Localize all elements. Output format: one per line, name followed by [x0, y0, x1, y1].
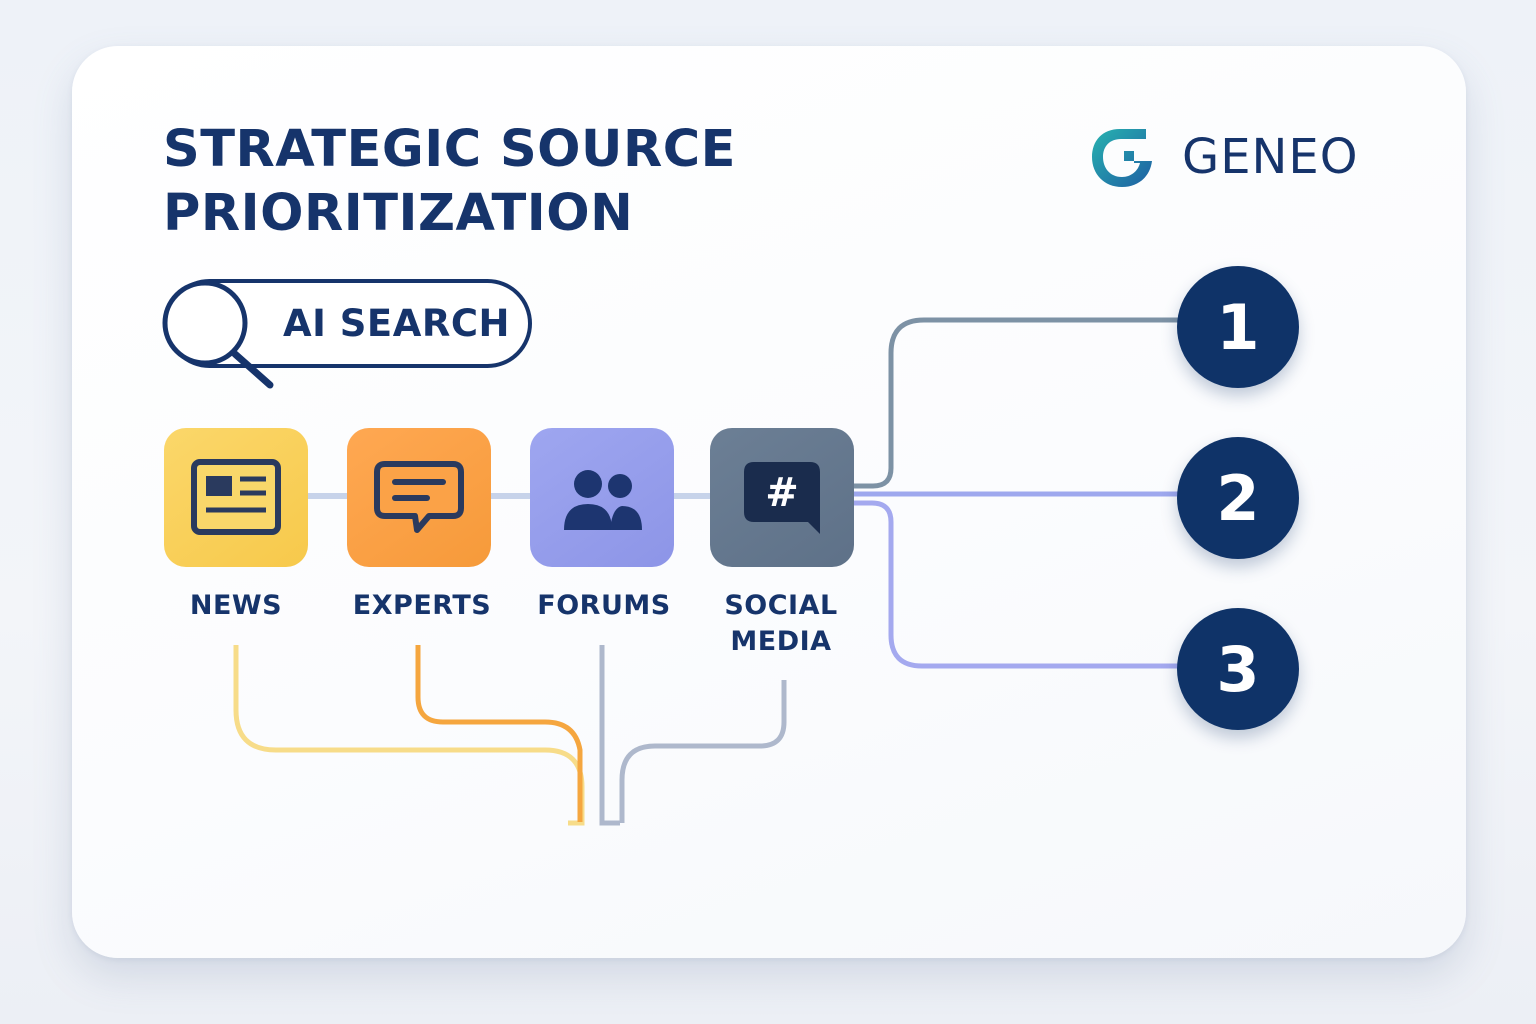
svg-text:#: # [765, 470, 799, 516]
rank-badge-3: 3 [1177, 608, 1299, 730]
hashtag-icon: # [744, 461, 820, 534]
source-label-news: NEWS [189, 590, 283, 621]
source-tile-social-media[interactable]: # [710, 428, 854, 567]
chat-bubble-icon [374, 460, 464, 533]
rank-badge-2: 2 [1177, 437, 1299, 559]
source-label-forums: FORUMS [537, 590, 671, 621]
people-icon [564, 469, 642, 530]
brand-name: GENEO [1182, 129, 1359, 185]
page-title: STRATEGIC SOURCE PRIORITIZATION [163, 118, 803, 246]
source-tile-forums[interactable] [530, 428, 674, 567]
title-line-1: STRATEGIC SOURCE [163, 120, 736, 179]
brand: GENEO [1086, 120, 1359, 194]
source-label-experts: EXPERTS [352, 590, 492, 621]
source-tile-news[interactable] [164, 428, 308, 567]
title-line-2: PRIORITIZATION [163, 184, 634, 243]
source-label-social-media: SOCIAL MEDIA [724, 590, 838, 657]
search-label: AI SEARCH [283, 302, 510, 345]
rank-badge-1: 1 [1177, 266, 1299, 388]
geneo-logo-icon [1092, 129, 1152, 187]
search-icon [162, 280, 274, 389]
newspaper-icon [191, 458, 281, 535]
source-tile-experts[interactable] [347, 428, 491, 567]
